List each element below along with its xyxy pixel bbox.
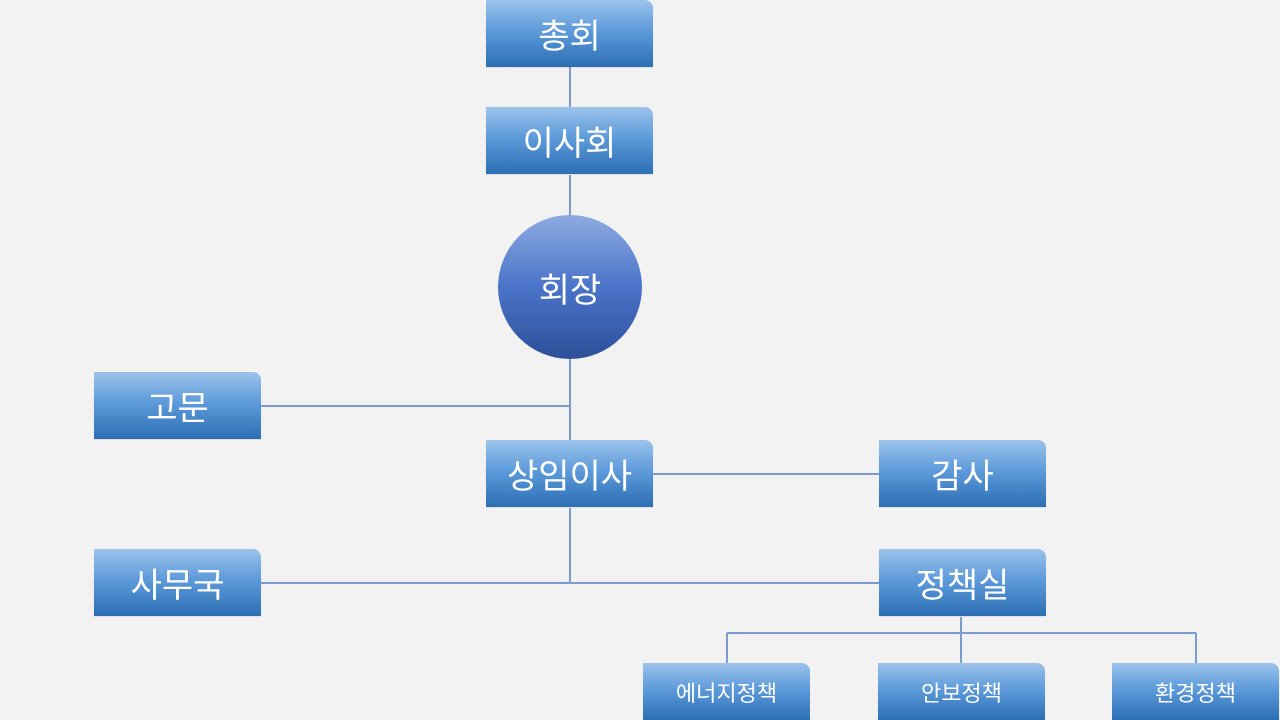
node-advisor: 고문 (94, 372, 261, 439)
node-executive-director: 상임이사 (486, 440, 653, 507)
node-security-policy-label: 안보정책 (921, 681, 1002, 707)
node-policy-office-label: 정책실 (915, 566, 1010, 606)
node-assembly: 총회 (486, 0, 653, 67)
node-policy-office: 정책실 (879, 549, 1046, 616)
node-board-label: 이사회 (522, 124, 617, 164)
node-auditor: 감사 (879, 440, 1046, 507)
node-environment-policy: 환경정책 (1112, 663, 1279, 720)
node-chairman: 회장 (498, 215, 642, 359)
node-energy-policy-label: 에너지정책 (675, 681, 778, 707)
node-security-policy: 안보정책 (878, 663, 1045, 720)
node-advisor-label: 고문 (146, 389, 209, 429)
node-environment-policy-label: 환경정책 (1155, 681, 1236, 707)
node-energy-policy: 에너지정책 (643, 663, 810, 720)
node-assembly-label: 총회 (538, 17, 601, 57)
node-chairman-label: 회장 (538, 270, 602, 311)
node-board: 이사회 (486, 107, 653, 174)
node-secretariat: 사무국 (94, 549, 261, 616)
node-auditor-label: 감사 (931, 457, 994, 497)
node-executive-director-label: 상임이사 (506, 457, 633, 497)
node-secretariat-label: 사무국 (130, 566, 225, 606)
